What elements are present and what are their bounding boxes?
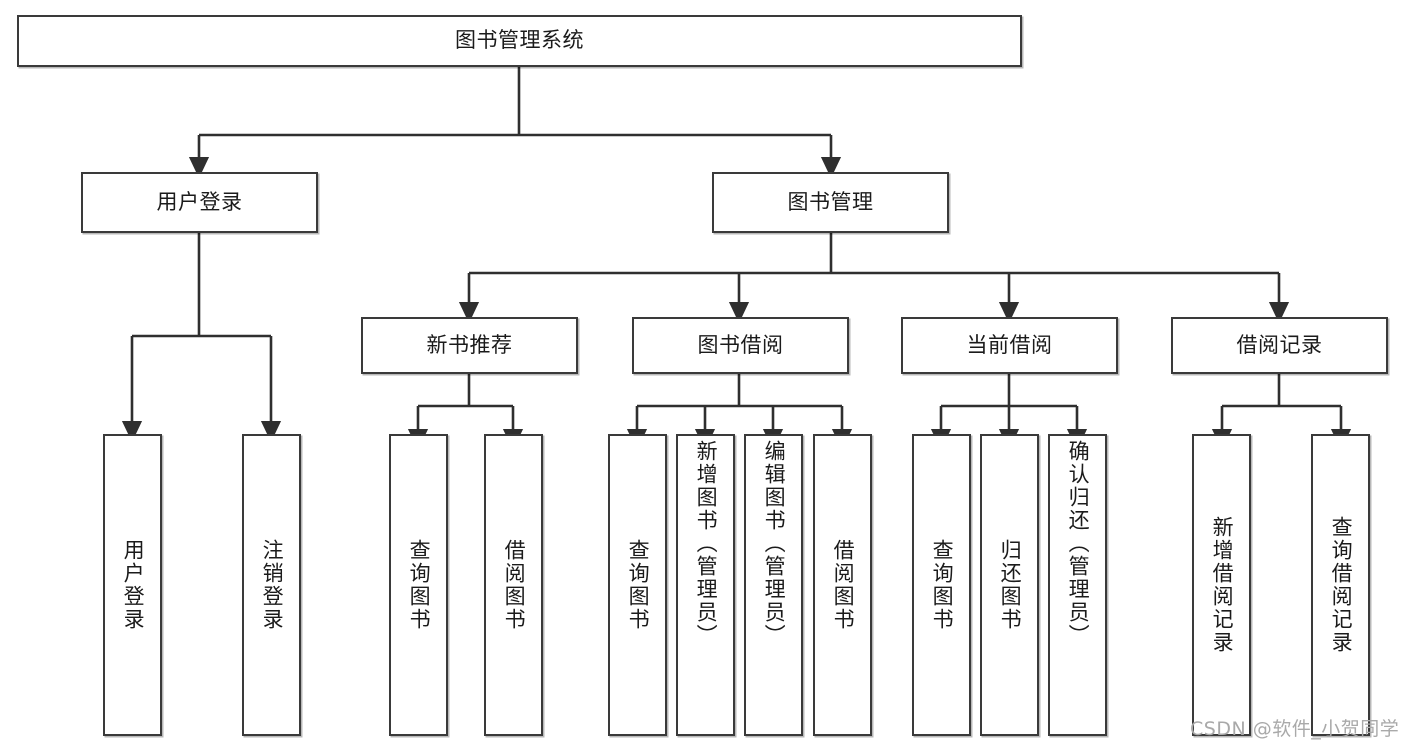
leaf-query-book-1-label: 查询图书 <box>407 539 432 631</box>
node-current-borrow-label: 当前借阅 <box>966 332 1053 357</box>
node-current-borrow[interactable]: 当前借阅 <box>901 317 1118 374</box>
leaf-logout-label: 注销登录 <box>260 539 285 631</box>
node-user-login[interactable]: 用户登录 <box>81 172 318 233</box>
leaf-query-record-label: 查询借阅记录 <box>1329 516 1354 654</box>
node-root-label: 图书管理系统 <box>455 28 584 53</box>
node-book-borrow[interactable]: 图书借阅 <box>632 317 849 374</box>
leaf-add-book[interactable]: 新增图书（管理员） <box>676 434 735 736</box>
leaf-add-book-label: 新增图书（管理员） <box>694 440 719 647</box>
leaf-query-book-1[interactable]: 查询图书 <box>389 434 448 736</box>
node-root[interactable]: 图书管理系统 <box>17 15 1022 67</box>
node-book-management[interactable]: 图书管理 <box>712 172 949 233</box>
leaf-logout[interactable]: 注销登录 <box>242 434 301 736</box>
node-new-book-recommend[interactable]: 新书推荐 <box>361 317 578 374</box>
csdn-watermark: CSDN @软件_小贺同学 <box>1190 718 1400 740</box>
leaf-confirm-return-label: 确认归还（管理员） <box>1066 440 1091 647</box>
leaf-query-book-3[interactable]: 查询图书 <box>912 434 971 736</box>
leaf-query-book-2[interactable]: 查询图书 <box>608 434 667 736</box>
leaf-borrow-book-1[interactable]: 借阅图书 <box>484 434 543 736</box>
leaf-user-login[interactable]: 用户登录 <box>103 434 162 736</box>
leaf-confirm-return[interactable]: 确认归还（管理员） <box>1048 434 1107 736</box>
leaf-add-record[interactable]: 新增借阅记录 <box>1192 434 1251 736</box>
node-book-borrow-label: 图书借阅 <box>697 332 784 357</box>
node-borrow-record[interactable]: 借阅记录 <box>1171 317 1388 374</box>
leaf-return-book-label: 归还图书 <box>998 539 1023 631</box>
leaf-query-record[interactable]: 查询借阅记录 <box>1311 434 1370 736</box>
leaf-query-book-3-label: 查询图书 <box>930 539 955 631</box>
leaf-borrow-book-2[interactable]: 借阅图书 <box>813 434 872 736</box>
leaf-user-login-label: 用户登录 <box>121 539 146 631</box>
leaf-query-book-2-label: 查询图书 <box>626 539 651 631</box>
node-new-book-recommend-label: 新书推荐 <box>426 332 513 357</box>
leaf-edit-book[interactable]: 编辑图书（管理员） <box>744 434 803 736</box>
leaf-add-record-label: 新增借阅记录 <box>1210 516 1235 654</box>
leaf-edit-book-label: 编辑图书（管理员） <box>762 440 787 647</box>
node-borrow-record-label: 借阅记录 <box>1236 332 1323 357</box>
leaf-borrow-book-1-label: 借阅图书 <box>502 539 527 631</box>
leaf-return-book[interactable]: 归还图书 <box>980 434 1039 736</box>
leaf-borrow-book-2-label: 借阅图书 <box>831 539 856 631</box>
node-book-management-label: 图书管理 <box>787 189 874 214</box>
node-user-login-label: 用户登录 <box>156 189 243 214</box>
